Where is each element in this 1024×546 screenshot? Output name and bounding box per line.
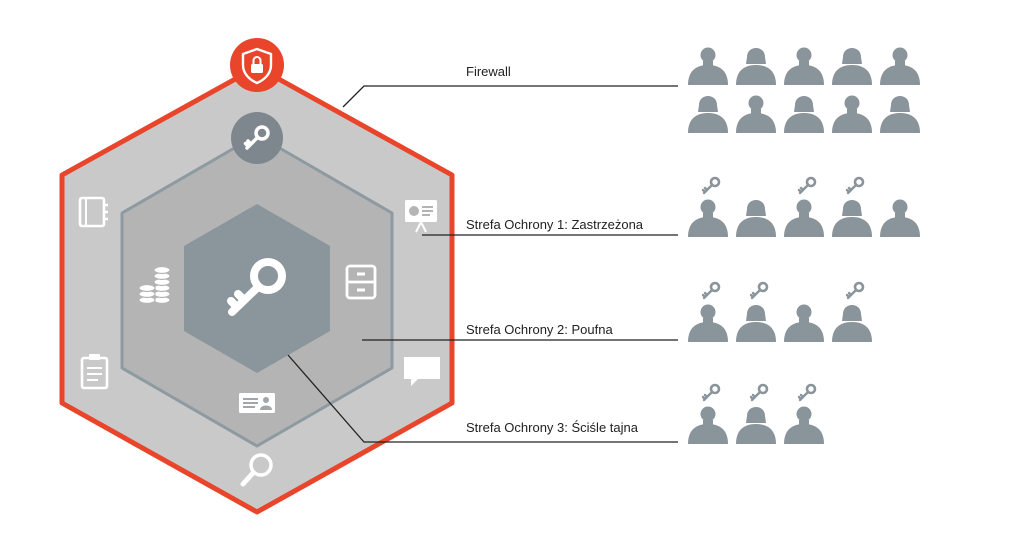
- person-male-icon: [784, 406, 824, 444]
- person-male-icon: [736, 95, 776, 133]
- key-icon: [797, 176, 817, 195]
- person-male-icon: [880, 47, 920, 85]
- people-group-zone-3: [688, 383, 824, 444]
- person-female-icon: [736, 305, 776, 342]
- notebook-icon: [78, 196, 108, 228]
- person-male-icon: [832, 95, 872, 133]
- key-icon: [845, 281, 865, 300]
- key-icon: [797, 383, 817, 402]
- people-groups: [688, 47, 920, 444]
- leader-line-zone-3: [287, 354, 678, 443]
- key-icon: [701, 176, 721, 195]
- key-icon: [845, 176, 865, 195]
- person-female-icon: [688, 96, 728, 133]
- filing-cabinet-icon: [345, 264, 377, 300]
- people-group-zone-0: [688, 47, 920, 133]
- person-male-icon: [784, 304, 824, 342]
- person-female-icon: [736, 407, 776, 444]
- person-female-icon: [832, 48, 872, 85]
- person-female-icon: [736, 200, 776, 237]
- key-icon: [227, 258, 286, 316]
- presentation-board-icon: [405, 200, 437, 233]
- zone-label-zone-2: Strefa Ochrony 2: Poufna: [466, 322, 613, 337]
- key-icon: [701, 281, 721, 300]
- people-group-zone-1: [688, 176, 920, 237]
- person-female-icon: [832, 305, 872, 342]
- magnifier-icon: [240, 453, 273, 487]
- key-icon: [749, 281, 769, 300]
- key-icon: [701, 383, 721, 402]
- person-female-icon: [880, 96, 920, 133]
- person-male-icon: [688, 199, 728, 237]
- coin-stack-icon: [138, 265, 171, 305]
- person-male-icon: [784, 47, 824, 85]
- person-male-icon: [688, 47, 728, 85]
- people-group-zone-2: [688, 281, 872, 342]
- key-icon: [749, 383, 769, 402]
- person-male-icon: [880, 199, 920, 237]
- zone-label-zone-1: Strefa Ochrony 1: Zastrzeżona: [466, 217, 644, 232]
- person-female-icon: [832, 200, 872, 237]
- id-card-icon: [239, 393, 275, 413]
- person-male-icon: [784, 199, 824, 237]
- speech-bubble-icon: [404, 357, 440, 386]
- person-male-icon: [688, 304, 728, 342]
- zone-label-firewall: Firewall: [466, 64, 511, 79]
- zone-label-zone-3: Strefa Ochrony 3: Ściśle tajna: [466, 420, 639, 435]
- person-male-icon: [688, 406, 728, 444]
- leader-line-firewall: [342, 85, 678, 108]
- clipboard-icon: [80, 354, 109, 390]
- key-icon: [231, 112, 283, 164]
- shield-lock-icon: [230, 38, 284, 92]
- person-female-icon: [736, 48, 776, 85]
- person-female-icon: [784, 96, 824, 133]
